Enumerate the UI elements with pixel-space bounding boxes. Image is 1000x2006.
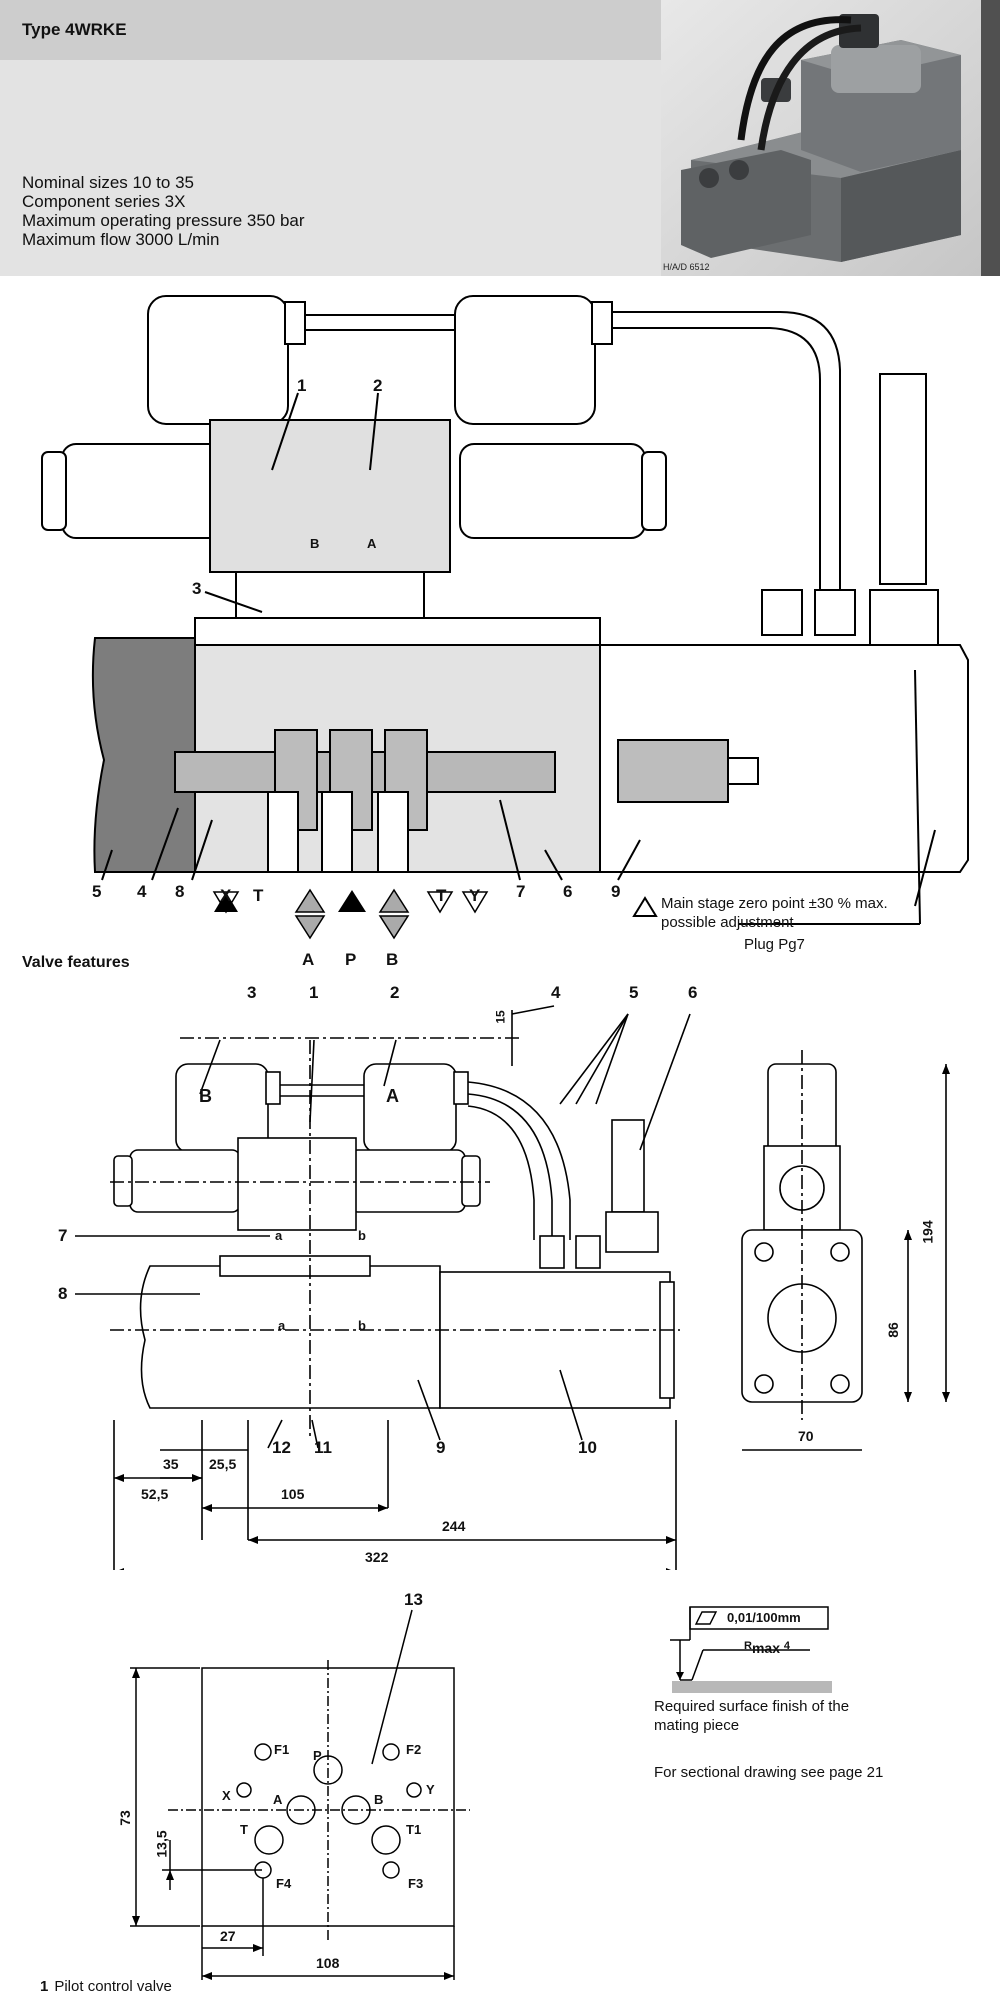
footer-number: 1 — [40, 1978, 49, 1995]
roughness-symbol: Rmax 4 — [744, 1640, 790, 1656]
port-t-left: T — [253, 886, 264, 905]
header-edge-bar — [981, 0, 1000, 276]
dim-86: 86 — [884, 1322, 901, 1338]
port-label-b: B — [374, 1792, 384, 1807]
port-a: A — [302, 950, 315, 969]
port-b: B — [386, 950, 399, 969]
dim-27: 27 — [220, 1928, 236, 1944]
spec-component-series: Component series 3X — [22, 192, 186, 211]
port-p: P — [345, 950, 357, 969]
callout-s2-12: 12 — [272, 1438, 291, 1457]
dim-108: 108 — [316, 1955, 340, 1971]
flatness-value: 0,01/100mm — [727, 1610, 801, 1625]
small-a-bottom: a — [278, 1318, 286, 1333]
roughness-value: 4 — [783, 1640, 790, 1652]
port-label-f1: F1 — [274, 1742, 290, 1757]
dim-105: 105 — [281, 1486, 305, 1502]
spec-max-flow: Maximum flow 3000 L/min — [22, 230, 220, 249]
small-b-top: b — [358, 1228, 366, 1243]
port-label-y: Y — [426, 1782, 435, 1797]
surface-note-line1: Required surface finish of the — [654, 1698, 850, 1715]
callout-s1-4: 4 — [137, 882, 147, 901]
footer-text: Pilot control valve — [54, 1978, 172, 1995]
dim-52-5: 52,5 — [141, 1486, 169, 1502]
sectional-drawing-note: For sectional drawing see page 21 — [654, 1764, 884, 1781]
port-label-f4: F4 — [276, 1876, 292, 1891]
callout-s2-2: 2 — [390, 983, 400, 1002]
spec-list: Nominal sizes 10 to 35 Component series … — [22, 173, 305, 249]
callout-s1-9: 9 — [611, 882, 621, 901]
solenoid-label-a: A — [386, 1086, 399, 1106]
port-label-f3: F3 — [408, 1876, 424, 1891]
dim-35: 35 — [163, 1456, 179, 1472]
callout-s1-1: 1 — [297, 376, 307, 395]
dim-73: 73 — [116, 1810, 133, 1826]
zero-point-note-line1: Main stage zero point ±30 % max. — [661, 895, 888, 912]
callout-s2-7: 7 — [58, 1226, 68, 1245]
spec-max-pressure: Maximum operating pressure 350 bar — [22, 211, 305, 230]
spec-nominal-sizes: Nominal sizes 10 to 35 — [22, 173, 194, 192]
zero-point-note-line2: possible adjustment — [661, 914, 794, 931]
callout-s2-3: 3 — [247, 983, 257, 1002]
header: Type 4WRKE Nominal sizes 10 to 35 Compon… — [0, 0, 1000, 276]
callout-s2-10: 10 — [578, 1438, 597, 1457]
dim-13-5: 13,5 — [153, 1830, 170, 1858]
callout-s3-13: 13 — [404, 1590, 423, 1609]
footer-legend: 1 Pilot control valve — [40, 1978, 172, 1995]
port-label-f2: F2 — [406, 1742, 422, 1757]
callout-s1-5: 5 — [92, 882, 102, 901]
pilot-port-b: B — [310, 536, 320, 551]
roughness-max: max — [751, 1640, 780, 1656]
callout-s2-8: 8 — [58, 1284, 68, 1303]
callout-s2-9: 9 — [436, 1438, 446, 1457]
dimension-drawing — [75, 1005, 950, 1570]
dim-70: 70 — [798, 1428, 814, 1444]
photo-reference: H/A/D 6512 — [663, 262, 710, 272]
callout-s2-5: 5 — [629, 983, 639, 1002]
sectional-drawing — [41, 295, 969, 940]
small-a-top: a — [275, 1228, 283, 1243]
solenoid-label-b: B — [199, 1086, 212, 1106]
port-x: X — [220, 886, 232, 905]
port-label-t1: T1 — [406, 1822, 422, 1837]
page-title: Type 4WRKE — [22, 20, 127, 39]
callout-s2-4: 4 — [551, 983, 561, 1002]
port-y: Y — [469, 886, 481, 905]
callout-s2-6: 6 — [688, 983, 698, 1002]
port-label-a: A — [273, 1792, 283, 1807]
roughness-r: R — [744, 1640, 752, 1652]
dim-194: 194 — [919, 1220, 936, 1244]
callout-s1-7: 7 — [516, 882, 526, 901]
dim-25-5: 25,5 — [209, 1456, 237, 1472]
port-t-right: T — [436, 886, 447, 905]
valve-photo — [661, 0, 981, 276]
plug-label: Plug Pg7 — [744, 936, 805, 953]
callout-s1-2: 2 — [373, 376, 383, 395]
mounting-pattern-drawing — [130, 1606, 832, 1980]
callout-s2-11: 11 — [314, 1438, 332, 1457]
callout-s2-1: 1 — [309, 983, 319, 1002]
dim-244: 244 — [442, 1518, 466, 1534]
callout-s1-3: 3 — [192, 579, 202, 598]
dim-322: 322 — [365, 1549, 389, 1565]
callout-s1-6: 6 — [563, 882, 573, 901]
surface-note-line2: mating piece — [654, 1717, 740, 1734]
port-label-x: X — [222, 1788, 231, 1803]
valve-features-caption: Valve features — [22, 954, 130, 971]
port-label-t: T — [240, 1822, 248, 1837]
port-label-p: P — [313, 1748, 322, 1763]
header-title-band — [0, 0, 661, 60]
dim-15: 15 — [493, 1010, 508, 1024]
callout-s1-8: 8 — [175, 882, 185, 901]
pilot-port-a: A — [367, 536, 377, 551]
small-b-bottom: b — [358, 1318, 366, 1333]
